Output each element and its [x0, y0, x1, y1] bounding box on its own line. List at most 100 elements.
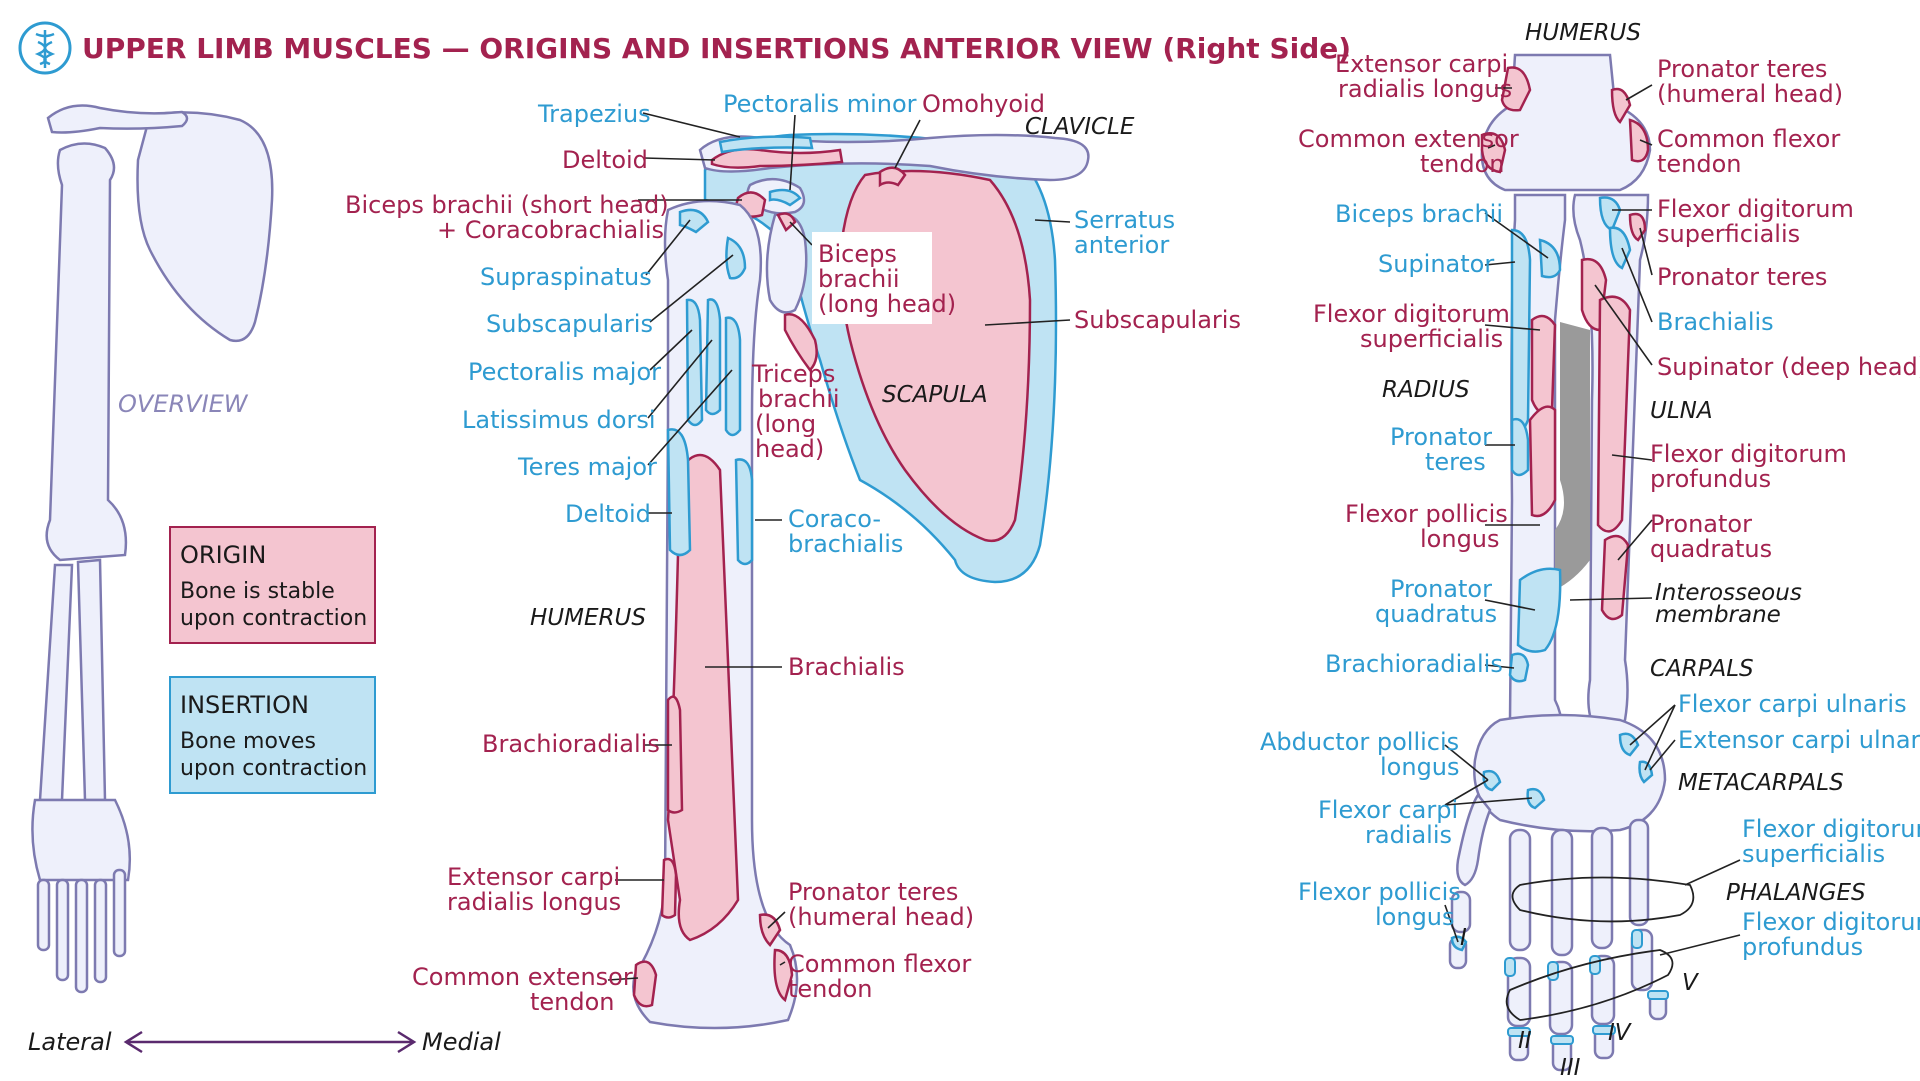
dh-pronator-teres	[1610, 87, 1632, 124]
forearm-labels: Extensor carpi radialis longus Common ex…	[1260, 50, 1920, 961]
humerus-label: HUMERUS	[530, 605, 646, 631]
label-brachioradialis: Brachioradialis	[482, 730, 660, 758]
fa-label-interosseous-1: Interosseous	[1655, 580, 1802, 606]
legend-origin-line2: upon contraction	[180, 606, 367, 631]
fa-phalanges-label: PHALANGES	[1726, 880, 1866, 906]
fa-label-fcr-1: Flexor carpi	[1318, 796, 1458, 824]
label-triceps-4: head)	[755, 435, 824, 463]
label-biceps-long-1: Biceps	[818, 240, 897, 268]
label-brachialis: Brachialis	[788, 653, 905, 681]
radius-fpl	[1528, 405, 1557, 518]
fa-label-fpl-2: longus	[1420, 525, 1500, 553]
label-latissimus: Latissimus dorsi	[462, 406, 656, 434]
fa-label-brachialis: Brachialis	[1657, 308, 1774, 336]
fa-label-pq-origin-1: Pronator	[1650, 510, 1752, 538]
digit-labels: I II III IV V	[1460, 925, 1700, 1081]
ulna-fdp	[1596, 295, 1632, 533]
label-trapezius: Trapezius	[537, 100, 651, 128]
label-ecrl-2: radialis longus	[447, 888, 621, 916]
legend-insertion-line1: Bone moves	[180, 729, 316, 754]
fa-label-fds-ins-1: Flexor digitorum	[1742, 815, 1920, 843]
label-coraco-1: Coraco-	[788, 505, 881, 533]
overview-clavicle	[46, 104, 189, 134]
fa-label-pt-ins-2: teres	[1425, 448, 1486, 476]
label-pectoralis-major: Pectoralis major	[468, 358, 661, 386]
fa-label-fcr-2: radialis	[1365, 821, 1452, 849]
radius-supinator	[1510, 228, 1532, 435]
fa-label-ecrl-1: Extensor carpi	[1335, 50, 1508, 78]
fa-label-supinator-deep: Supinator (deep head)	[1657, 353, 1920, 381]
fa-label-fds-1: Flexor digitorum	[1313, 300, 1510, 328]
overview-arm: OVERVIEW	[31, 104, 274, 994]
fa-label-fcu: Flexor carpi ulnaris	[1678, 690, 1907, 718]
humerus-common-flex	[773, 948, 794, 1003]
label-common-flex-1: Common flexor	[788, 950, 971, 978]
label-subscapularis-origin: Subscapularis	[1074, 306, 1241, 334]
fdp-grouping-loop	[1505, 949, 1674, 1021]
label-biceps-short-2: + Coracobrachialis	[437, 216, 664, 244]
overview-scapula	[136, 111, 274, 343]
shoulder-labels: Trapezius Deltoid Biceps brachii (short …	[345, 90, 1241, 1016]
label-common-ext-2: tendon	[530, 988, 615, 1016]
humerus-coracobrachialis	[734, 458, 754, 566]
humerus-greater-tubercle-supraspinatus	[678, 208, 710, 234]
fa-label-fds-origin-1: Flexor digitorum	[1657, 195, 1854, 223]
radius-brachioradialis	[1508, 652, 1530, 683]
fa-label-fdp-ins-2: profundus	[1742, 933, 1863, 961]
humerus-ecrl	[660, 857, 678, 919]
humerus-deltoid-ins	[666, 428, 692, 557]
infraglenoid-triceps	[783, 313, 818, 372]
fa-humerus-label: HUMERUS	[1525, 20, 1641, 46]
overview-radius	[38, 563, 74, 802]
fa-label-pt-origin-1: Pronator teres	[1657, 55, 1827, 83]
label-triceps-1: Triceps	[751, 360, 835, 388]
fa-label-fds-2: superficialis	[1360, 325, 1503, 353]
fa-ulna-label: ULNA	[1650, 398, 1713, 424]
fa-label-fdp-2: profundus	[1650, 465, 1771, 493]
legend-insertion-title: INSERTION	[180, 691, 309, 719]
fa-label-common-ext-2: tendon	[1420, 150, 1505, 178]
page-title: UPPER LIMB MUSCLES — ORIGINS AND INSERTI…	[82, 32, 1351, 65]
fa-label-cft-2: tendon	[1657, 150, 1742, 178]
legend-insertion: INSERTION Bone moves upon contraction	[169, 676, 376, 794]
coracoid-pect-minor	[768, 188, 802, 207]
label-ecrl-1: Extensor carpi	[447, 863, 620, 891]
fa-label-common-ext-1: Common extensor	[1298, 125, 1519, 153]
fds-grouping-loop	[1511, 876, 1695, 923]
clavicle-label: CLAVICLE	[1025, 114, 1135, 140]
fa-label-fdp-ins-1: Flexor digitorum	[1742, 908, 1920, 936]
radius-pronator-quadratus	[1516, 567, 1562, 653]
caduceus-icon	[34, 30, 56, 68]
fa-label-pt-ulnar: Pronator teres	[1657, 263, 1827, 291]
digit-iv-label: IV	[1608, 1020, 1633, 1046]
orientation-indicator: Lateral Medial	[28, 1028, 501, 1056]
legend-origin-title: ORIGIN	[180, 541, 266, 569]
fa-label-fds-origin-2: superficialis	[1657, 220, 1800, 248]
overview-ulna	[76, 558, 107, 802]
carpals	[1473, 713, 1667, 833]
digit-iii-label: III	[1560, 1055, 1581, 1081]
clavicle-trapezius-ins	[718, 135, 814, 154]
fa-label-fpl-ins-1: Flexor pollicis	[1298, 878, 1461, 906]
scapula-label: SCAPULA	[882, 382, 988, 408]
fa-label-supinator: Supinator	[1378, 250, 1494, 278]
fa-label-brachioradialis: Brachioradialis	[1325, 650, 1503, 678]
label-serratus-2: anterior	[1074, 231, 1169, 259]
digit-v-label: V	[1682, 970, 1700, 996]
legend-origin-line1: Bone is stable	[180, 579, 335, 604]
carpal-fcu	[1618, 732, 1640, 757]
fa-label-fdp-1: Flexor digitorum	[1650, 440, 1847, 468]
forearm-bone-labels: HUMERUS RADIUS ULNA CARPALS METACARPALS …	[1382, 20, 1866, 906]
fa-label-pq-ins-1: Pronator	[1390, 575, 1492, 603]
fa-label-ecrl-2: radialis longus	[1338, 75, 1512, 103]
carpal-apl	[1482, 769, 1502, 792]
label-deltoid-ins: Deltoid	[565, 500, 651, 528]
overview-hand	[31, 798, 132, 882]
label-pronator-teres-1: Pronator teres	[788, 878, 958, 906]
glenoid	[765, 213, 808, 314]
fa-label-fds-ins-2: superficialis	[1742, 840, 1885, 868]
lateral-label: Lateral	[28, 1028, 112, 1056]
logo-badge	[18, 21, 72, 75]
label-biceps-short-1: Biceps brachii (short head)	[345, 191, 669, 219]
